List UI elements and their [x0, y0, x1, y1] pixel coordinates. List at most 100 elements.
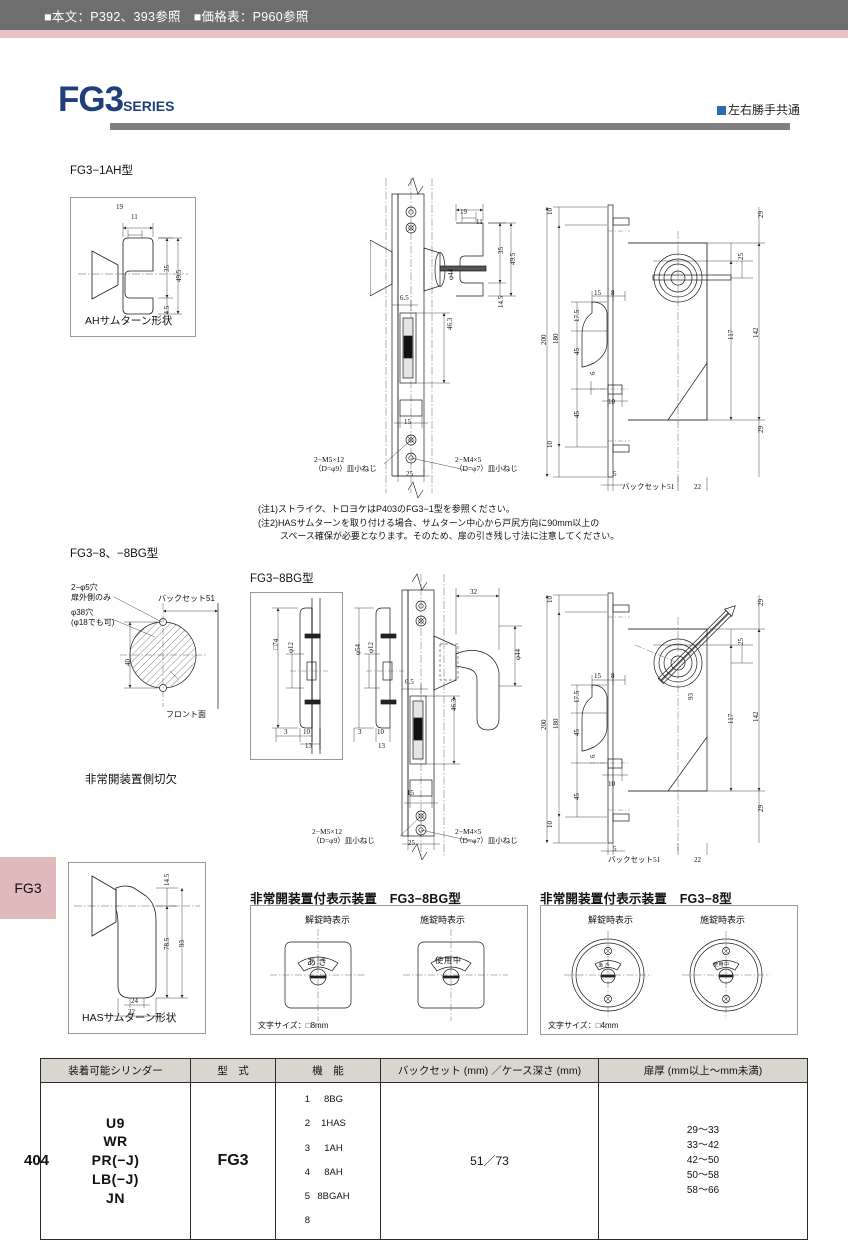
d1s-dim-17-5: 17.5 [573, 309, 581, 322]
d1-dim-11: 11 [476, 218, 483, 226]
has-dim-32: 32 [128, 1008, 135, 1016]
indicator-right-title: 非常開装置付表示装置 FG3−8型 [540, 892, 732, 906]
d2-screw-callout-left: 2−M5×12 （D=φ9）皿小ねじ [312, 827, 375, 846]
series-title-main: FG3 [58, 80, 124, 119]
d1-screw-callout-left: 2−M5×12 （D=φ9）皿小ねじ [314, 455, 377, 474]
bg-dim-13: 13 [305, 742, 312, 750]
cutout-holes-callout: 2−φ5穴 扉外側のみ [71, 583, 111, 603]
has-thumbturn-drawing [68, 862, 206, 1034]
spec-td-functions: 1 8BG 2 1HAS 3 1AH 4 8AH [275, 1082, 381, 1240]
cylinder-jn: JN [106, 1190, 125, 1207]
cylinder-pr: PR(−J) [91, 1152, 140, 1169]
spec-th-function: 機 能 [275, 1058, 381, 1083]
function-row: 1 8BG [300, 1088, 352, 1112]
cutout-backset-label: バックセット51 [158, 594, 215, 603]
indicator-left-title: 非常開装置付表示装置 FG3−8BG型 [250, 892, 462, 906]
function-name-4: 8AH [324, 1166, 343, 1178]
function-name-5: 8BGAH [317, 1191, 350, 1202]
d1-screw-left-line2: （D=φ9）皿小ねじ [314, 464, 377, 474]
has-thumbturn-caption: HASサムターン形状 [82, 1012, 177, 1024]
d2s-dim-10-mid: 10 [608, 780, 615, 788]
d2-screw-right-line1: 2−M4×5 [455, 827, 482, 836]
series-title-sub: SERIES [123, 98, 175, 114]
function-row: 3 1AH [300, 1137, 352, 1161]
blue-square-icon [716, 106, 726, 115]
spec-table-header-row: 装着可能シリンダー 型 式 機 能 バックセット (mm) ／ケース深さ (mm… [40, 1058, 808, 1083]
d2s-dim-29-bot: 29 [757, 805, 765, 812]
d2s-dim-45a: 45 [573, 729, 581, 736]
indicator-left-box [250, 905, 528, 1035]
fg3-8bg-section-inline [352, 592, 412, 760]
spec-th-backset: バックセット (mm) ／ケース深さ (mm) [380, 1058, 599, 1083]
d1-screw-right-line1: 2−M4×5 [455, 455, 482, 464]
d2s-dim-5: 5 [613, 845, 617, 853]
function-no-2: 2 [304, 1118, 311, 1130]
d2-dim-phi44: φ44 [514, 648, 522, 660]
d1-dim-phi44: φ44 [447, 268, 455, 280]
cylinder-u9: U9 [106, 1114, 125, 1131]
d2s-backset-label: バックセット51 [608, 855, 661, 864]
d1s-dim-45a: 45 [573, 348, 581, 355]
has-dim-78-5: 78.5 [163, 937, 171, 950]
d1s-dim-15: 15 [594, 289, 601, 297]
d1-dim-14-5: 14.5 [497, 295, 505, 308]
function-no-5: 5 [304, 1191, 311, 1202]
bg-dim-10: 10 [303, 728, 310, 736]
front-face-label: フロント面 [166, 710, 206, 719]
d2s-dim-142: 142 [752, 711, 760, 723]
cylinder-wr: WR [103, 1133, 128, 1150]
fg3-8bg-detail-box [250, 592, 343, 760]
has-dim-14-5: 14.5 [163, 873, 171, 886]
handed-note-label: 左右勝手共通 [727, 103, 800, 117]
series-title: FG3SERIES [58, 82, 174, 117]
d1-dim-19: 19 [460, 208, 467, 216]
d1s-dim-10-mid: 10 [608, 398, 615, 406]
fg3-8bg-front-view-drawing [400, 568, 565, 860]
spec-table-body-row: U9 WR PR(−J) LB(−J) JN FG3 1 8BG 2 1HAS [40, 1082, 808, 1240]
function-name-2: 1HAS [321, 1118, 346, 1130]
d2s-dim-200: 200 [540, 719, 548, 731]
d2s-dim-93: 93 [687, 693, 695, 700]
spec-th-type: 型 式 [190, 1058, 276, 1083]
indicator-left-drawing [250, 905, 528, 1035]
function-name-3: 1AH [324, 1142, 343, 1154]
indicator-right-char-size: 文字サイズ：□4mm [548, 1021, 619, 1030]
d2s-dim-29-top: 29 [757, 599, 765, 606]
note-2b: スペース確保が必要となります。そのため、扉の引き残し寸法に注意してください。 [280, 531, 620, 541]
indicator-right-locked-text: 使用中 [713, 962, 730, 968]
d1-dim-46-3: 46.3 [446, 317, 454, 330]
d2s-dim-15: 15 [594, 672, 601, 680]
function-name-1: 8BG [323, 1094, 343, 1105]
d2s-dim-8: 8 [611, 672, 615, 680]
ah-dim-11: 11 [131, 213, 138, 221]
bg2-dim-10: 10 [377, 728, 384, 736]
d1-dim-6-5: 6.5 [400, 294, 409, 302]
bg2-dim-phi12: φ12 [367, 641, 375, 653]
ah-thumbturn-caption: AHサムターン形状 [85, 315, 173, 327]
d2s-dim-17-5: 17.5 [573, 690, 581, 703]
fg3-1ah-front-view-drawing [370, 168, 560, 498]
note-2a: (注2)HASサムターンを取り付ける場合、サムターン中心から戸尻方向に90mm以… [258, 517, 600, 528]
cutout-hole38-callout: φ38穴 (φ18でも可) [71, 608, 114, 628]
pink-divider-bar [0, 30, 848, 38]
indicator-left-char-size: 文字サイズ：□8mm [258, 1021, 329, 1030]
side-tab-fg3: FG3 [0, 857, 56, 919]
d1s-dim-29-top: 29 [757, 211, 765, 218]
spec-table: 装着可能シリンダー 型 式 機 能 バックセット (mm) ／ケース深さ (mm… [40, 1058, 808, 1240]
d1s-dim-10-bot: 10 [546, 441, 554, 448]
d2-screw-callout-right: 2−M4×5 （D=φ7）皿小ねじ [455, 827, 518, 846]
function-name-8 [314, 1209, 352, 1233]
d1s-dim-200: 200 [540, 334, 548, 346]
has-dim-93: 93 [178, 940, 186, 947]
function-no-1: 1 [304, 1094, 311, 1105]
d1s-dim-142: 142 [752, 327, 760, 339]
ah-dim-35: 35 [163, 265, 171, 272]
bg2-dim-3: 3 [358, 728, 362, 736]
d2-dim-46-3: 46.3 [450, 698, 458, 711]
d1-screw-left-line1: 2−M5×12 [314, 455, 345, 464]
d2s-dim-10-bot: 10 [546, 821, 554, 828]
section-title-fg3-1ah: FG3−1AH型 [70, 165, 133, 177]
thickness-5: 58〜66 [686, 1185, 720, 1197]
d1s-dim-5: 5 [613, 470, 617, 478]
d2s-dim-180: 180 [552, 718, 560, 730]
